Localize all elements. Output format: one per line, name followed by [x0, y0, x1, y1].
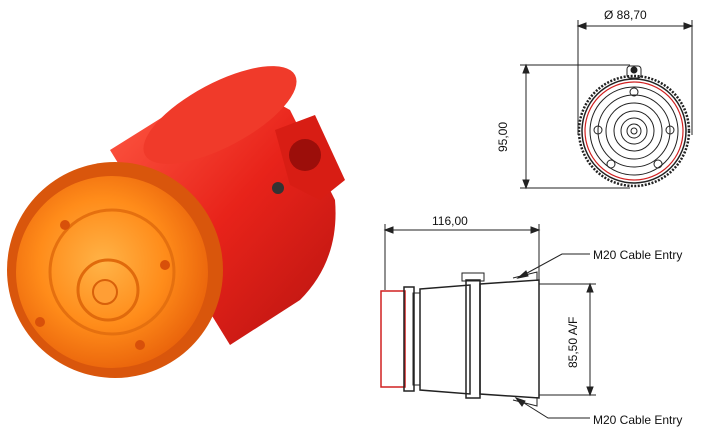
lens-screw-2 — [160, 260, 170, 270]
leader-cable-entry-bottom — [515, 397, 590, 419]
lens-ring-core — [76, 258, 140, 322]
lens-ring-inner — [48, 208, 176, 336]
beacon-body-top — [143, 66, 297, 164]
across-flats-label: 85,50 A/F — [566, 316, 580, 368]
side-body — [419, 284, 471, 395]
front-red-circle — [584, 81, 684, 181]
mounting-hole — [289, 139, 321, 171]
height-label: 95,00 — [496, 121, 510, 152]
beacon-lens — [16, 176, 208, 368]
side-lens-face — [380, 290, 406, 388]
leader-cable-entry-top — [517, 253, 590, 279]
front-view-drawing — [520, 20, 694, 190]
lens-center — [92, 279, 118, 305]
front-top-lug — [626, 65, 642, 79]
beacon-product-illustration — [7, 66, 345, 378]
side-view-drawing — [380, 224, 596, 419]
side-rear-housing — [479, 279, 540, 399]
side-clamp — [465, 279, 481, 399]
cable-entry-label-bottom: M20 Cable Entry — [593, 413, 683, 427]
length-label: 116,00 — [432, 214, 468, 228]
lens-screw-4 — [135, 340, 145, 350]
diameter-label: Ø 88,70 — [604, 8, 647, 22]
front-outer-ring — [577, 74, 691, 188]
lens-screw-1 — [60, 220, 70, 230]
cable-entry-label-top: M20 Cable Entry — [593, 248, 683, 262]
lens-screw-3 — [35, 317, 45, 327]
screw-head — [272, 182, 284, 194]
